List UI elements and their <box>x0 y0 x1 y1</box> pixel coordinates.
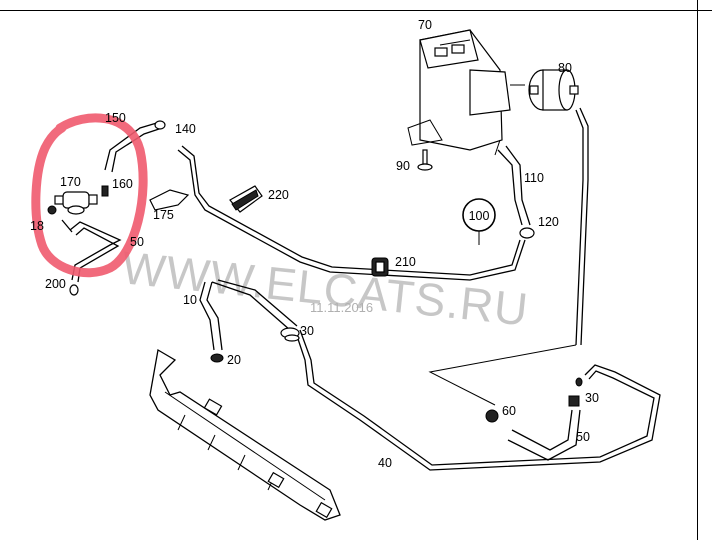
part-30-fitting-icon[interactable] <box>568 395 580 407</box>
label-90: 90 <box>396 159 410 173</box>
bracket-210[interactable] <box>371 257 389 277</box>
hose-10[interactable] <box>199 279 298 351</box>
valve-170[interactable] <box>54 191 98 215</box>
clamp-60-icon[interactable] <box>485 409 499 423</box>
label-70: 70 <box>418 18 432 32</box>
label-18: 18 <box>30 219 44 233</box>
hose-150[interactable] <box>104 120 166 173</box>
label-30-b: 30 <box>585 391 599 405</box>
clip-220[interactable] <box>229 185 263 213</box>
label-20: 20 <box>227 353 241 367</box>
label-200: 200 <box>45 277 66 291</box>
red-annotation-circle <box>31 113 148 278</box>
label-150: 150 <box>105 111 126 125</box>
hose-110[interactable] <box>497 145 531 226</box>
label-30-a: 30 <box>300 324 314 338</box>
callout-100-label: 100 <box>469 209 490 223</box>
part-18-icon <box>47 205 57 215</box>
label-120: 120 <box>538 215 559 229</box>
label-50: 50 <box>576 430 590 444</box>
label-170: 170 <box>60 175 81 189</box>
bracket-175[interactable] <box>149 189 190 211</box>
canister-70[interactable] <box>407 29 525 156</box>
label-220: 220 <box>268 188 289 202</box>
label-10: 10 <box>183 293 197 307</box>
label-60: 60 <box>502 404 516 418</box>
label-80: 80 <box>558 61 572 75</box>
clamp-120-icon[interactable] <box>519 227 535 239</box>
label-140: 140 <box>175 122 196 136</box>
label-210: 210 <box>395 255 416 269</box>
part-200-end-icon <box>69 284 79 296</box>
leader-line-right <box>428 344 577 406</box>
part-160-icon[interactable] <box>101 185 109 197</box>
watermark-date: 11.11.2016 <box>310 300 373 315</box>
frame-top-border <box>0 0 712 11</box>
label-40: 40 <box>378 456 392 470</box>
pipe-100[interactable] <box>177 145 526 281</box>
label-110: 110 <box>524 171 544 185</box>
filter-80[interactable] <box>528 69 579 111</box>
fuel-rail[interactable] <box>149 348 341 521</box>
clamp-20-icon[interactable] <box>210 353 224 363</box>
pipe-80-vertical[interactable] <box>575 107 589 346</box>
callout-100[interactable]: 100 <box>462 198 496 245</box>
frame-right-border <box>697 0 712 540</box>
label-175: 175 <box>153 208 174 222</box>
pipe-40[interactable] <box>294 329 661 471</box>
part-30-small-icon <box>575 377 583 387</box>
hose-50[interactable] <box>507 409 581 461</box>
label-50-cut: 50 <box>130 235 144 249</box>
clamp-30-ring-icon <box>284 334 300 342</box>
watermark-text: WWW.ELCATS.RU <box>120 241 531 335</box>
label-160: 160 <box>112 177 133 191</box>
bolt-90[interactable] <box>417 149 433 171</box>
